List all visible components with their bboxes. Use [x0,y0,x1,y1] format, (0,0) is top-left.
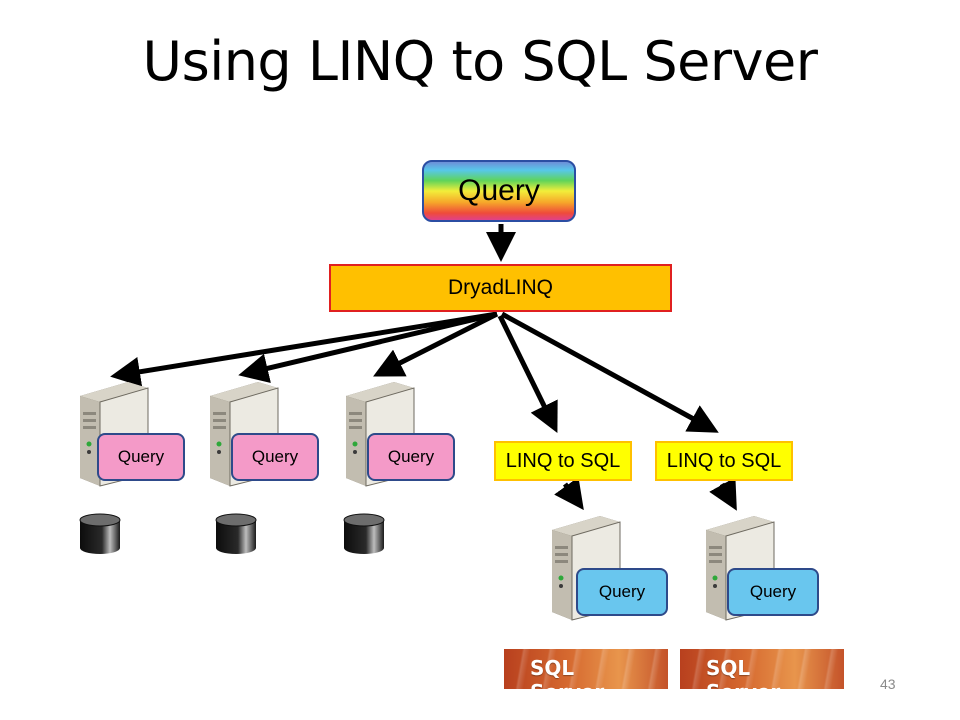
sql-server-logo-year: 2008 [605,688,636,689]
sql-server-logo-text: SQL Server [706,656,780,689]
dryadlinq-box: DryadLINQ [329,264,672,312]
arrow-dryadlinq-to-linq-2 [500,311,719,433]
arrow-dryadlinq-to-linq-1 [497,314,558,433]
arrow-dryadlinq-to-server-1 [110,311,498,387]
sql-server-query-label: Query [576,568,668,616]
page-number: 43 [880,676,896,692]
arrow-dryadlinq-to-server-3 [373,311,499,377]
sql-server-query-label: Query [727,568,819,616]
sql-server-logo-text: SQL Server [530,656,604,689]
server-query-label: Query [97,433,185,481]
arrow-linq-1-to-sql-server-1 [554,477,584,511]
sql-server-logo-year: 2008 [781,688,812,689]
server-query-label: Query [367,433,455,481]
server-query-label: Query [231,433,319,481]
slide-title: Using LINQ to SQL Server [142,30,818,93]
linq-to-sql-box: LINQ to SQL [655,441,793,481]
sql-server-logo: SQL Server2008 [680,649,844,689]
linq-to-sql-box: LINQ to SQL [494,441,632,481]
sql-server-logo: SQL Server2008 [504,649,668,689]
query-box: Query [422,160,576,222]
database-icon [214,512,258,556]
database-icon [78,512,122,556]
arrow-linq-2-to-sql-server-2 [709,477,737,511]
database-icon [342,512,386,556]
arrow-dryadlinq-to-server-2 [238,311,498,383]
